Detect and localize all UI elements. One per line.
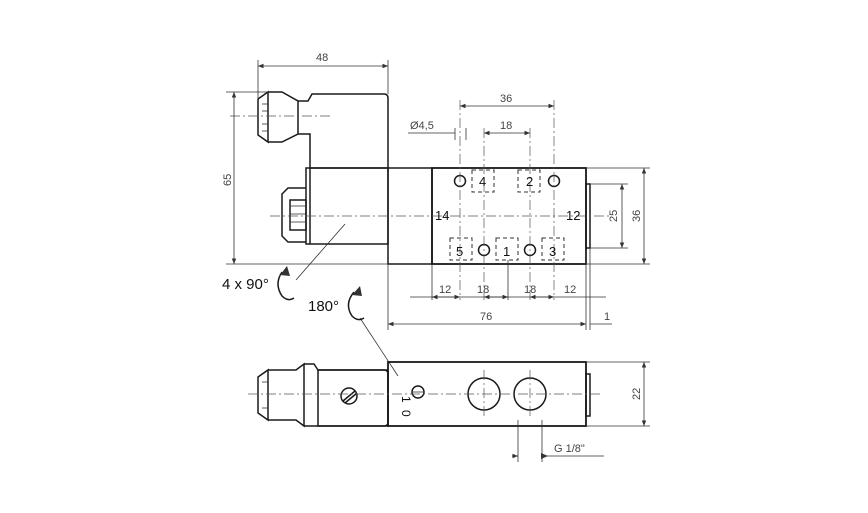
dim-18-top: 18 [500, 120, 512, 132]
dim-48: 48 [316, 52, 328, 64]
port-holes-top [453, 169, 561, 193]
dim-hole-diameter: Ø4,5 [410, 120, 434, 132]
dim-12-right: 12 [564, 284, 576, 296]
dim-18-b: 18 [524, 284, 536, 296]
coil-rotation-label: 4 x 90° [222, 276, 269, 293]
rotation-arrow-icon-2 [347, 291, 365, 321]
switch-label-1: 1 [399, 396, 413, 403]
side-connector-plug [257, 368, 269, 422]
top-view: 4 2 5 1 3 14 12 48 65 36 Ø4,5 18 25 [222, 52, 650, 377]
dim-18-a: 18 [477, 284, 489, 296]
dim-thread: G 1/8" [554, 443, 585, 455]
dim-36-top: 36 [500, 93, 512, 105]
dim-65: 65 [222, 174, 234, 186]
port-4-label: 4 [479, 174, 486, 189]
connector-plug [257, 90, 299, 144]
port-1-label: 1 [503, 244, 510, 259]
dim-25: 25 [608, 210, 620, 222]
side-coil-head [304, 363, 389, 427]
coil-cap [298, 93, 389, 169]
rotation-arrow-icon [277, 271, 295, 301]
dim-1: 1 [604, 311, 610, 323]
connector-rotation-label: 180° [308, 298, 339, 315]
dim-76: 76 [480, 311, 492, 323]
manual-override-switch: 1 0 [399, 385, 425, 417]
coil-body [281, 167, 389, 245]
switch-label-0: 0 [399, 410, 413, 417]
port-2-label: 2 [526, 174, 533, 189]
dim-12-left: 12 [439, 284, 451, 296]
dim-36-side: 36 [631, 210, 643, 222]
port-5-label: 5 [456, 244, 463, 259]
side-view: 1 0 22 G 1/8" [248, 361, 650, 462]
port-3-label: 3 [549, 244, 556, 259]
port-12-label: 12 [566, 208, 580, 223]
dim-22: 22 [631, 388, 643, 400]
port-14-label: 14 [435, 208, 449, 223]
screw-icon [340, 387, 358, 405]
